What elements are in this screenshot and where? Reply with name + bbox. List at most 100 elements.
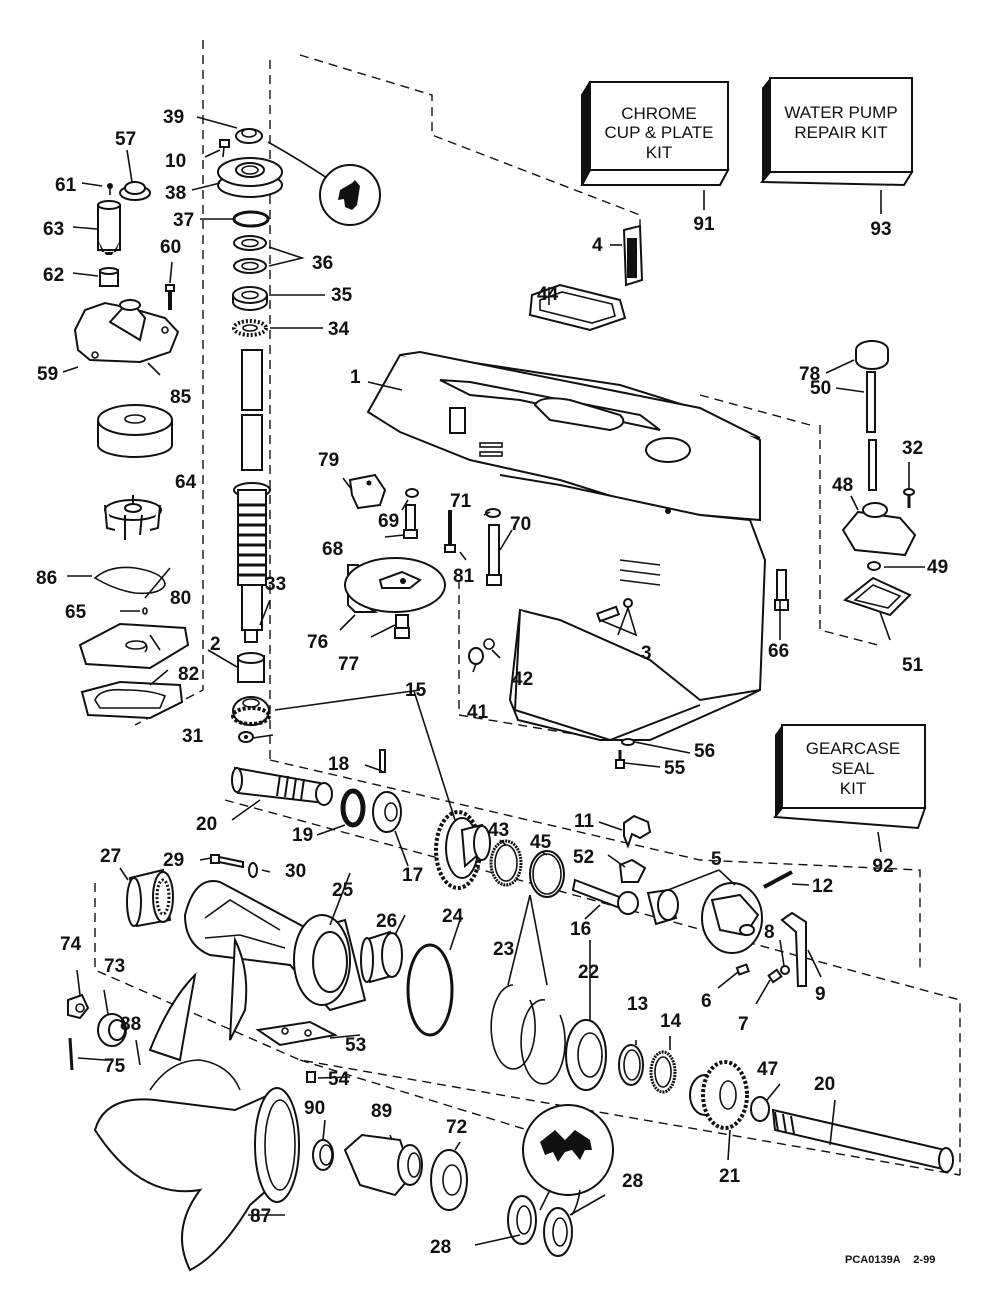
callout-5[interactable]: 5 bbox=[711, 849, 722, 870]
callout-28-left[interactable]: 28 bbox=[430, 1237, 451, 1258]
part-washer-45[interactable] bbox=[529, 850, 565, 898]
part-thrust-bearing-34[interactable] bbox=[232, 319, 268, 337]
callout-16[interactable]: 16 bbox=[570, 919, 591, 940]
part-screw-77[interactable] bbox=[394, 614, 410, 639]
part-seal-39[interactable] bbox=[235, 128, 263, 144]
callout-23[interactable]: 23 bbox=[493, 939, 514, 960]
part-washer-56[interactable] bbox=[621, 738, 635, 746]
part-bearing-27[interactable] bbox=[126, 868, 174, 928]
part-bearing-26[interactable] bbox=[360, 930, 403, 984]
callout-69[interactable]: 69 bbox=[378, 511, 399, 532]
part-spacer-90[interactable] bbox=[312, 1139, 334, 1171]
callout-70[interactable]: 70 bbox=[510, 514, 531, 535]
callout-13[interactable]: 13 bbox=[627, 994, 648, 1015]
part-housing-38[interactable] bbox=[217, 157, 283, 198]
callout-50[interactable]: 50 bbox=[810, 378, 831, 399]
part-forward-gear-15[interactable] bbox=[434, 810, 491, 890]
part-clip-11[interactable] bbox=[623, 814, 652, 849]
part-gearcase-housing-1[interactable] bbox=[366, 350, 767, 742]
callout-12[interactable]: 12 bbox=[812, 876, 833, 897]
part-clutch-17[interactable] bbox=[372, 791, 402, 833]
part-thrust-washer-72[interactable] bbox=[430, 1149, 468, 1211]
callout-25[interactable]: 25 bbox=[332, 880, 354, 901]
callout-66[interactable]: 66 bbox=[768, 641, 789, 662]
callout-85[interactable]: 85 bbox=[170, 387, 192, 408]
callout-24[interactable]: 24 bbox=[442, 906, 464, 927]
callout-45[interactable]: 45 bbox=[530, 832, 552, 853]
callout-53[interactable]: 53 bbox=[345, 1035, 366, 1056]
part-washers-36[interactable] bbox=[233, 235, 267, 274]
part-nut-74[interactable] bbox=[67, 993, 90, 1020]
part-bolt-60[interactable] bbox=[165, 284, 175, 310]
part-plate-22[interactable] bbox=[565, 1019, 607, 1091]
callout-62[interactable]: 62 bbox=[43, 265, 64, 286]
callout-30[interactable]: 30 bbox=[285, 861, 306, 882]
part-shaft-20-upper[interactable] bbox=[231, 766, 333, 806]
callout-17[interactable]: 17 bbox=[402, 865, 423, 886]
callout-43[interactable]: 43 bbox=[488, 820, 509, 841]
part-bolt-66[interactable] bbox=[774, 569, 789, 611]
part-liner-62[interactable] bbox=[99, 267, 119, 287]
callout-60[interactable]: 60 bbox=[160, 237, 181, 258]
part-shift-rod-50[interactable] bbox=[866, 371, 877, 491]
part-pump-housing-59[interactable] bbox=[73, 298, 180, 364]
callout-81[interactable]: 81 bbox=[453, 566, 475, 587]
part-grommet-78[interactable] bbox=[855, 340, 889, 370]
part-pin-18[interactable] bbox=[379, 749, 386, 773]
callout-48[interactable]: 48 bbox=[832, 475, 853, 496]
part-gasket-42[interactable] bbox=[483, 638, 495, 650]
callout-19[interactable]: 19 bbox=[292, 825, 313, 846]
part-gasket-86[interactable] bbox=[93, 566, 166, 595]
part-propeller-87[interactable] bbox=[93, 936, 300, 1272]
part-gasket-51[interactable] bbox=[842, 576, 912, 617]
callout-74[interactable]: 74 bbox=[60, 934, 82, 955]
callout-35[interactable]: 35 bbox=[331, 285, 353, 306]
part-anode-4[interactable] bbox=[622, 224, 644, 287]
part-bearing-43[interactable] bbox=[489, 839, 523, 887]
callout-77[interactable]: 77 bbox=[338, 654, 359, 675]
callout-9[interactable]: 9 bbox=[815, 984, 826, 1005]
callout-7[interactable]: 7 bbox=[738, 1014, 749, 1035]
callout-63[interactable]: 63 bbox=[43, 219, 64, 240]
part-retaining-rings-23[interactable] bbox=[490, 984, 566, 1085]
callout-54[interactable]: 54 bbox=[328, 1069, 350, 1090]
part-bolt-29[interactable] bbox=[210, 854, 244, 869]
part-pin-16[interactable] bbox=[571, 878, 639, 915]
part-cotter-pin-75[interactable] bbox=[68, 1037, 74, 1071]
callout-68[interactable]: 68 bbox=[322, 539, 343, 560]
callout-47[interactable]: 47 bbox=[757, 1059, 778, 1080]
callout-18[interactable]: 18 bbox=[328, 754, 349, 775]
callout-71[interactable]: 71 bbox=[450, 491, 472, 512]
callout-32[interactable]: 32 bbox=[902, 438, 923, 459]
callout-20-lower[interactable]: 20 bbox=[814, 1074, 835, 1095]
callout-73[interactable]: 73 bbox=[104, 956, 125, 977]
part-thrust-washer-47[interactable] bbox=[750, 1096, 770, 1122]
part-pin-12[interactable] bbox=[763, 870, 793, 889]
part-pin-65[interactable] bbox=[142, 607, 148, 615]
callout-21[interactable]: 21 bbox=[719, 1166, 741, 1187]
callout-52[interactable]: 52 bbox=[573, 847, 594, 868]
callout-51[interactable]: 51 bbox=[902, 655, 924, 676]
callout-10[interactable]: 10 bbox=[165, 151, 186, 172]
part-plug-41[interactable] bbox=[468, 647, 484, 665]
callout-82[interactable]: 82 bbox=[178, 664, 199, 685]
part-hub-adapter-89[interactable] bbox=[343, 1133, 423, 1197]
part-detent-52[interactable] bbox=[618, 858, 647, 883]
callout-38[interactable]: 38 bbox=[165, 183, 186, 204]
callout-55[interactable]: 55 bbox=[664, 758, 686, 779]
callout-57[interactable]: 57 bbox=[115, 129, 136, 150]
callout-29[interactable]: 29 bbox=[163, 850, 184, 871]
part-screw-54[interactable] bbox=[306, 1071, 316, 1083]
part-washer-13[interactable] bbox=[618, 1044, 644, 1086]
part-washer-69[interactable] bbox=[405, 488, 419, 498]
part-thrust-hub-88[interactable] bbox=[149, 1059, 241, 1091]
callout-26[interactable]: 26 bbox=[376, 911, 397, 932]
part-anode-plate-76[interactable] bbox=[344, 557, 446, 613]
part-washer-71[interactable] bbox=[485, 508, 501, 518]
callout-39[interactable]: 39 bbox=[163, 107, 184, 128]
part-cup-57[interactable] bbox=[119, 181, 151, 201]
part-bearing-2[interactable] bbox=[237, 652, 265, 683]
part-screw-61[interactable] bbox=[107, 183, 113, 195]
callout-6[interactable]: 6 bbox=[701, 991, 712, 1012]
part-seal-44[interactable] bbox=[528, 283, 627, 332]
